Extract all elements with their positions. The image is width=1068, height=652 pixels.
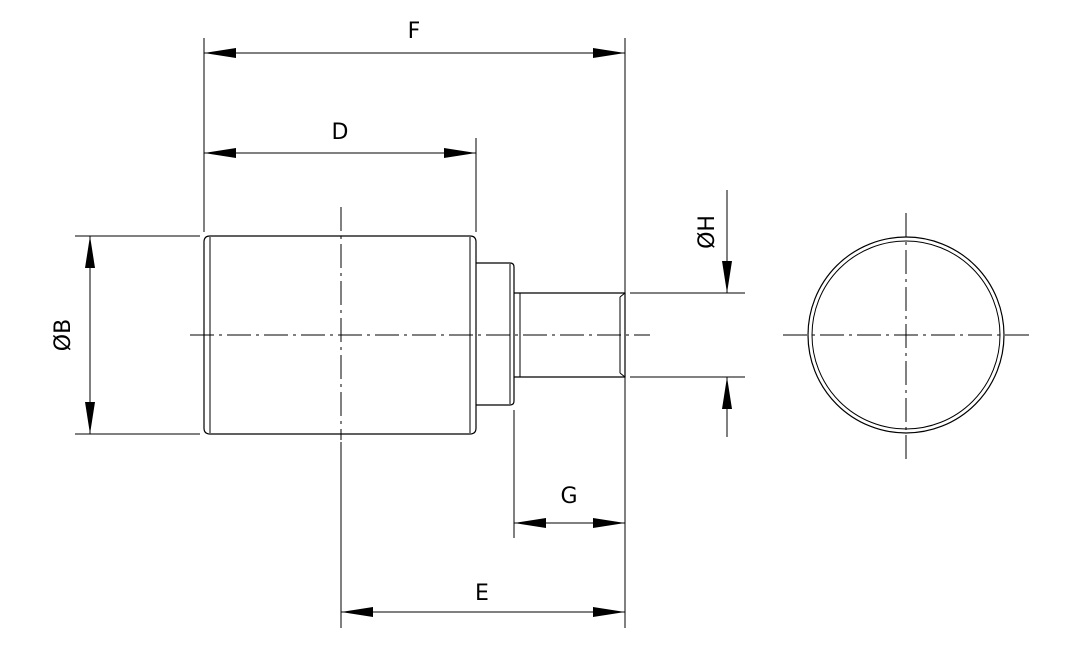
arrow-head bbox=[593, 607, 625, 617]
dimension-label-h: ØH bbox=[695, 215, 720, 249]
arrow-head bbox=[722, 377, 732, 409]
dimension-h: ØH bbox=[695, 190, 732, 437]
dimension-f: F bbox=[204, 19, 625, 58]
arrow-head bbox=[593, 48, 625, 58]
arrow-head bbox=[722, 261, 732, 293]
dimension-label-g: G bbox=[560, 484, 577, 509]
arrow-head bbox=[204, 48, 236, 58]
arrow-head bbox=[85, 402, 95, 434]
extension-lines bbox=[75, 38, 745, 628]
dimension-label-e: E bbox=[475, 581, 489, 606]
dimension-label-b: ØB bbox=[51, 319, 76, 351]
end-view bbox=[783, 213, 1030, 460]
arrow-head bbox=[85, 236, 95, 268]
shoulder-step bbox=[476, 262, 515, 406]
arrow-head bbox=[514, 518, 546, 528]
arrow-head bbox=[204, 148, 236, 158]
dimension-e: E bbox=[341, 581, 625, 617]
dimension-label-d: D bbox=[332, 120, 349, 145]
dimension-d: D bbox=[204, 120, 476, 158]
arrow-head bbox=[593, 518, 625, 528]
arrow-head bbox=[341, 607, 373, 617]
dimension-b: ØB bbox=[51, 236, 95, 434]
arrow-head bbox=[444, 148, 476, 158]
dimension-g: G bbox=[514, 484, 625, 528]
dimension-label-f: F bbox=[408, 19, 421, 44]
